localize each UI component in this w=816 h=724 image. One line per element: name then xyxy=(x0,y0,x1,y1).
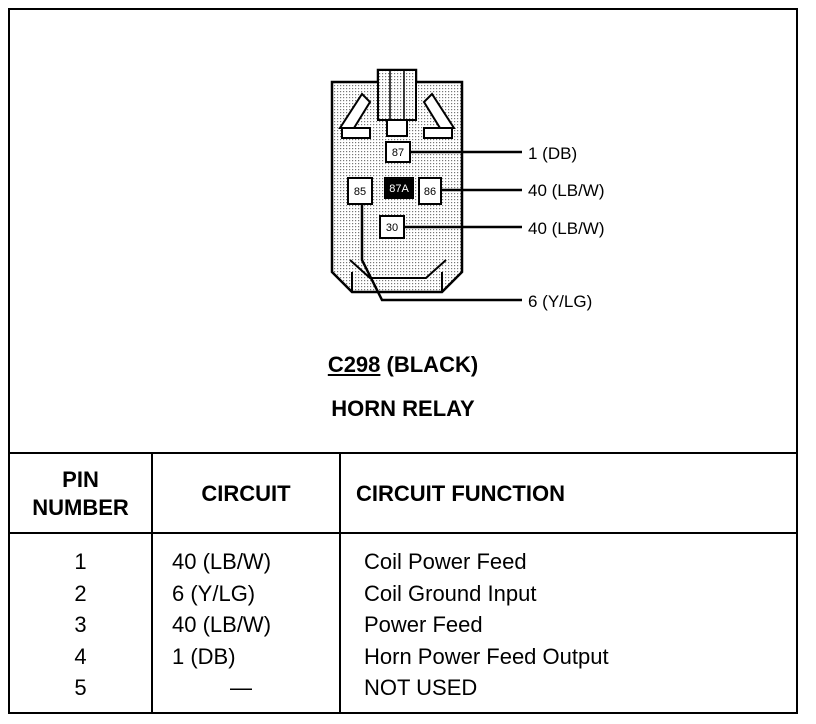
leader-line-85 xyxy=(360,204,522,302)
table-cell-function: Horn Power Feed Output xyxy=(364,643,609,669)
table-cell-function: Coil Ground Input xyxy=(364,580,537,606)
connector-id-line: C298 (BLACK) xyxy=(10,350,796,380)
wire-label-87: 1 (DB) xyxy=(528,144,577,163)
table-cell-pin: 4 xyxy=(74,643,87,669)
terminal-85: 85 xyxy=(347,177,373,205)
table-cell-function: Coil Power Feed xyxy=(364,549,527,574)
table-cell-circuit: 1 (DB) xyxy=(172,643,236,669)
header-divider xyxy=(10,532,796,534)
svg-text:85: 85 xyxy=(354,186,366,198)
table-cell-pin: 2 xyxy=(74,580,87,606)
horn-relay-connector-drawing: 87 87A 85 86 30 xyxy=(330,68,605,311)
pin-table: PIN NUMBER CIRCUIT CIRCUIT FUNCTION 1 2 … xyxy=(10,454,796,712)
table-cell-pin: 1 xyxy=(74,549,87,574)
table-cell-circuit: 40 (LB/W) xyxy=(172,612,272,637)
table-cell-pin: 3 xyxy=(74,612,87,637)
terminal-87: 87 xyxy=(385,141,411,163)
terminal-30: 30 xyxy=(379,215,405,239)
table-cell-circuit: 6 (Y/LG) xyxy=(172,580,256,606)
pin-number-column: 1 2 3 4 5 xyxy=(10,546,151,704)
function-column: Coil Power Feed Coil Ground Input Power … xyxy=(364,546,609,704)
header-circuit-function: CIRCUIT FUNCTION xyxy=(356,481,565,506)
leader-lines xyxy=(360,150,522,302)
connector-id: C298 xyxy=(327,352,381,377)
header-pin-line2: NUMBER xyxy=(32,495,129,520)
svg-text:30: 30 xyxy=(386,222,398,234)
column-divider xyxy=(151,454,153,712)
connector-diagram-panel: 87 87A 85 86 30 xyxy=(10,10,796,452)
terminal-87a: 87A xyxy=(384,177,414,199)
header-pin-line1: PIN xyxy=(62,467,99,492)
section-divider xyxy=(10,452,796,454)
connector-name: HORN RELAY xyxy=(331,396,475,421)
svg-text:86: 86 xyxy=(424,186,436,198)
wire-label-30: 40 (LB/W) xyxy=(528,219,605,238)
table-cell-function: NOT USED xyxy=(364,675,478,700)
table-cell-pin: 5 xyxy=(74,675,87,700)
table-cell-circuit: — xyxy=(230,675,252,700)
column-divider xyxy=(339,454,341,712)
wire-label-85: 6 (Y/LG) xyxy=(528,292,592,311)
table-cell-function: Power Feed xyxy=(364,612,483,637)
svg-text:87: 87 xyxy=(392,147,404,159)
header-circuit: CIRCUIT xyxy=(201,481,291,506)
connector-caption: C298 (BLACK) HORN RELAY xyxy=(10,350,796,424)
table-cell-circuit: 40 (LB/W) xyxy=(172,549,272,574)
diagram-frame: 87 87A 85 86 30 xyxy=(8,8,798,714)
header-pin-number: PIN NUMBER xyxy=(10,466,151,522)
circuit-column: 40 (LB/W) 6 (Y/LG) 40 (LB/W) 1 (DB) — xyxy=(172,546,271,704)
connector-color: (BLACK) xyxy=(386,352,479,377)
wire-label-86: 40 (LB/W) xyxy=(528,181,605,200)
svg-text:87A: 87A xyxy=(389,183,409,195)
terminal-86: 86 xyxy=(418,177,442,205)
